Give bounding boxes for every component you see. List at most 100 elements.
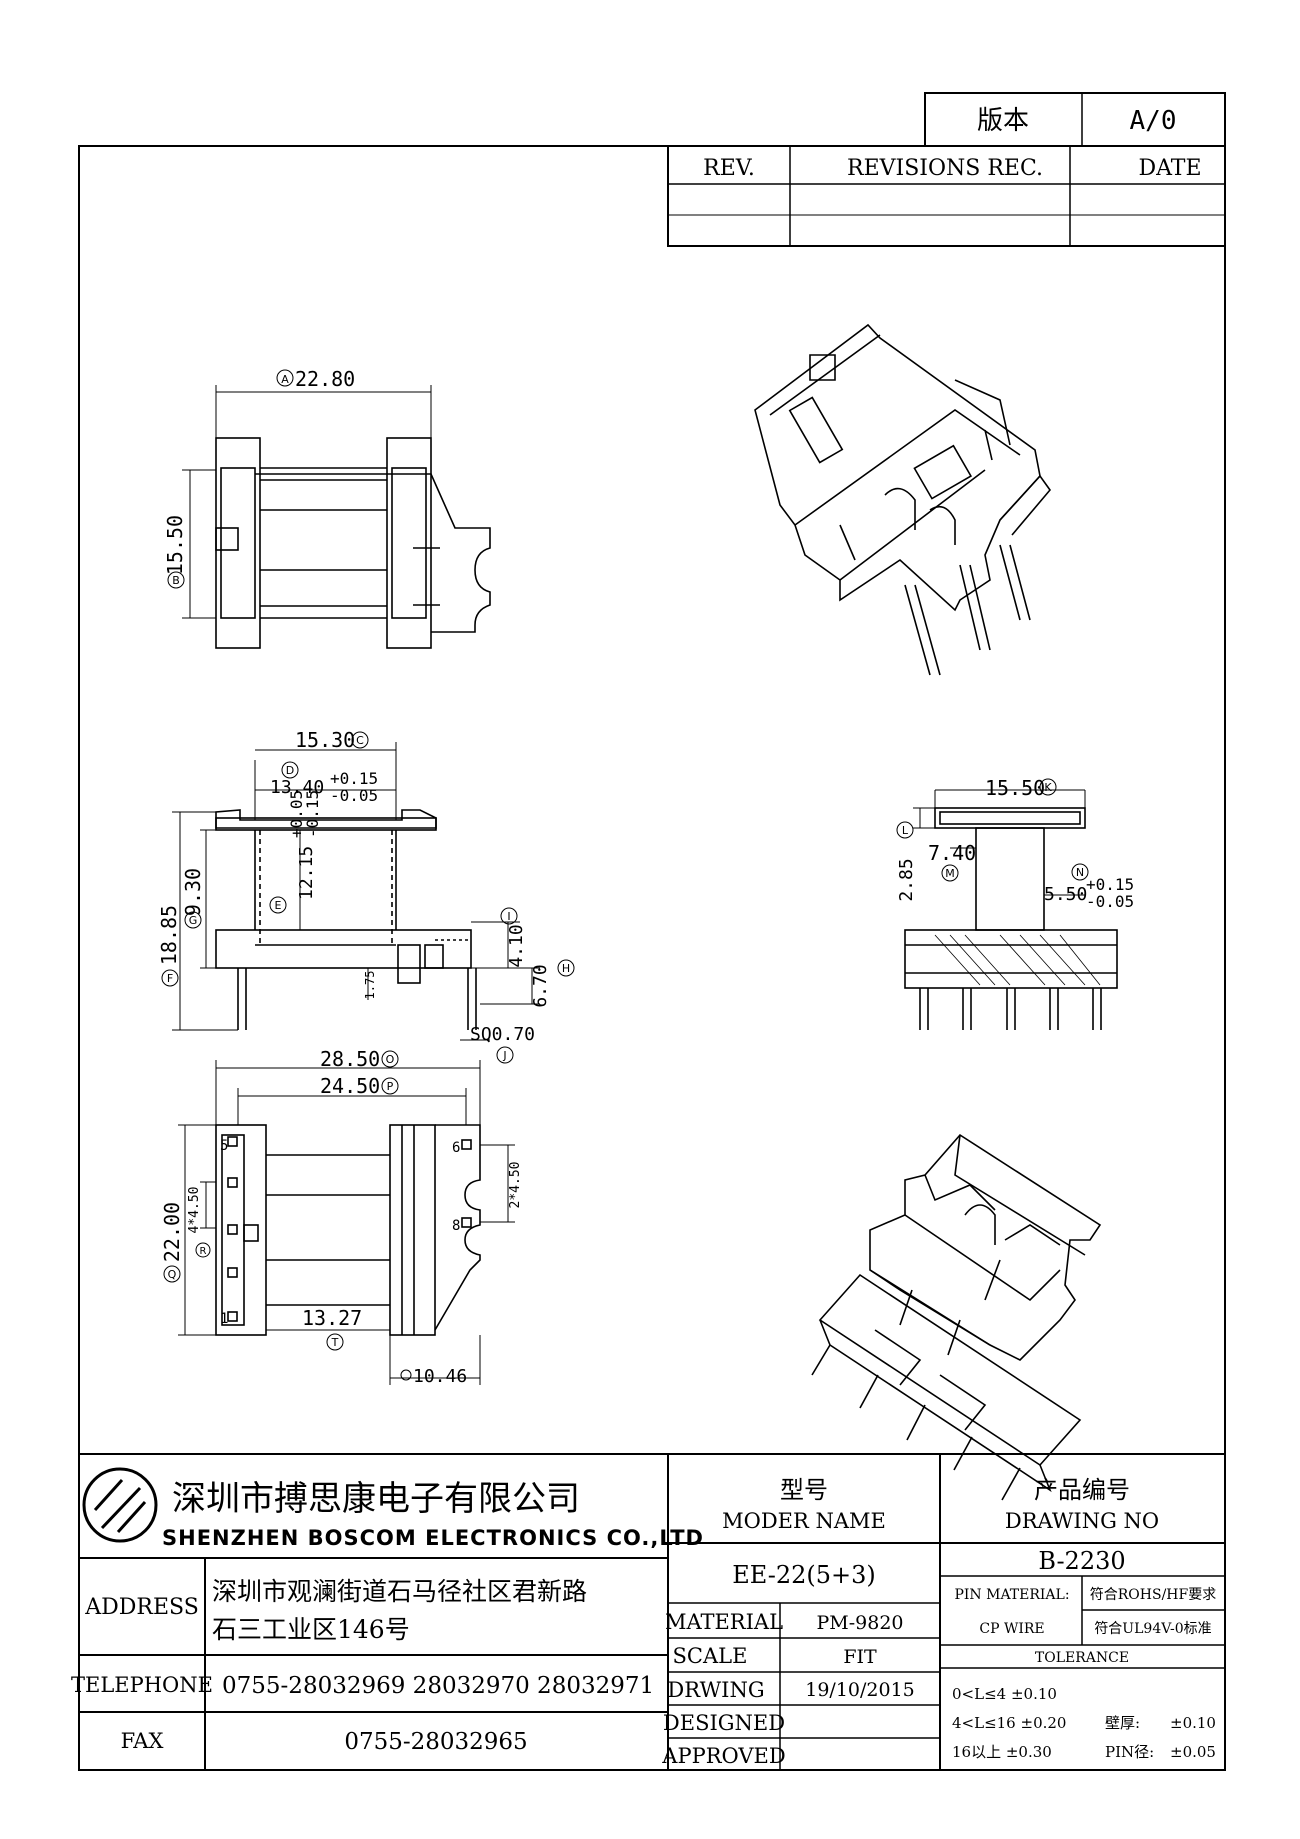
- tolerance-title: TOLERANCE: [1035, 1650, 1129, 1666]
- pin-material-label: PIN MATERIAL:: [954, 1587, 1069, 1603]
- sheet-frame: [78, 145, 1226, 1771]
- dim-j: SQ0.70: [470, 1024, 535, 1045]
- tolerance-row2: 4<L≤16 ±0.20: [952, 1714, 1066, 1732]
- dim-l-tag: L: [902, 824, 909, 837]
- dim-h-tag: H: [562, 962, 570, 975]
- dim-q-tag: Q: [168, 1268, 177, 1281]
- dim-o-tag: O: [386, 1053, 395, 1066]
- version-box: 版本 A/0: [924, 92, 1226, 147]
- dim-b: 15.50: [163, 515, 187, 575]
- drawing-label: DRWING: [667, 1678, 764, 1702]
- pin-1-label: 1: [220, 1311, 228, 1327]
- model-value: EE-22(5+3): [732, 1561, 876, 1589]
- dim-f: 18.85: [157, 905, 181, 965]
- telephone-value: 0755-28032969 28032970 28032971: [222, 1673, 654, 1699]
- dim-e: 12.15: [296, 846, 317, 900]
- dim-a: 22.80: [295, 367, 355, 391]
- pin-8-label: 8: [452, 1218, 460, 1234]
- dim-p: 24.50: [320, 1074, 380, 1098]
- drawing-no-value: B-2230: [1038, 1547, 1125, 1575]
- company-name-en: SHENZHEN BOSCOM ELECTRONICS CO.,LTD: [162, 1526, 704, 1550]
- dim-i-tag: I: [507, 910, 510, 923]
- dim-n: 5.50: [1044, 884, 1087, 905]
- dim-n-tag: N: [1076, 866, 1084, 879]
- dim-small: 1.75: [363, 971, 377, 1000]
- dim-c: 15.30: [295, 728, 355, 752]
- wall-label: 壁厚:: [1105, 1714, 1140, 1732]
- dim-p-tag: P: [387, 1080, 394, 1093]
- dim-c-tag: C: [356, 734, 364, 747]
- wall-value: ±0.10: [1170, 1714, 1216, 1732]
- dim-t-tag: T: [331, 1336, 339, 1349]
- revisions-rec-header: REVISIONS REC.: [847, 156, 1043, 181]
- dim-k: 15.50: [985, 776, 1045, 800]
- dim-u: 10.46: [413, 1366, 467, 1387]
- model-label-cn: 型号: [780, 1476, 828, 1504]
- dim-j-tag: J: [502, 1049, 506, 1062]
- material-label: MATERIAL: [665, 1610, 783, 1634]
- drawing-no-label-cn: 产品编号: [1034, 1476, 1130, 1504]
- dim-a-tag: A: [281, 373, 289, 386]
- address-label: ADDRESS: [84, 1595, 199, 1620]
- dim-d-tol-minus: -0.05: [330, 786, 378, 805]
- front-view: C 15.30 D 13.40 +0.15 -0.05 12.15 +0.05 …: [157, 728, 575, 1064]
- drawing-no-label-en: DRAWING NO: [1005, 1509, 1159, 1533]
- dim-o: 28.50: [320, 1047, 380, 1071]
- tolerance-row1: 0<L≤4 ±0.10: [952, 1685, 1057, 1703]
- telephone-label: TELEPHONE: [71, 1673, 213, 1697]
- pin-dia-value: ±0.05: [1170, 1743, 1216, 1761]
- designed-label: DESIGNED: [663, 1711, 785, 1735]
- drawing-date: 19/10/2015: [805, 1679, 915, 1701]
- top-view: A 22.80 15.50 B: [163, 367, 491, 649]
- company-logo: [82, 1467, 158, 1543]
- dim-e-tol-minus: -0.15: [303, 790, 322, 838]
- dim-n-tol-plus: +0.15: [1086, 875, 1134, 894]
- dim-b-tag: B: [172, 574, 180, 587]
- scale-value: FIT: [843, 1646, 877, 1668]
- isometric-view-top: [754, 323, 1052, 676]
- pin-material-value: 符合ROHS/HF要求: [1090, 1587, 1216, 1603]
- dim-k-tag: K: [1044, 781, 1052, 794]
- version-label: 版本: [977, 106, 1029, 136]
- model-label-en: MODER NAME: [722, 1509, 886, 1533]
- dim-g: 9.30: [181, 868, 205, 916]
- dim-r: 4*4.50: [187, 1187, 202, 1234]
- version-value: A/0: [1130, 106, 1177, 136]
- fax-value: 0755-28032965: [344, 1729, 527, 1755]
- fax-label: FAX: [121, 1729, 164, 1753]
- material-value: PM-9820: [816, 1612, 903, 1634]
- pin-5-label: 5: [220, 1138, 228, 1154]
- dim-m-tag: M: [945, 867, 955, 880]
- dim-t: 13.27: [302, 1306, 362, 1330]
- approved-label: APPROVED: [661, 1744, 785, 1768]
- dim-d-tag: D: [286, 764, 294, 777]
- dim-d-tol-plus: +0.15: [330, 769, 378, 788]
- pin-6-label: 6: [452, 1140, 460, 1156]
- isometric-view-bottom: [811, 1133, 1102, 1501]
- dim-n-tol-minus: -0.05: [1086, 892, 1134, 911]
- side-view: 15.50 K 2.85 L 7.40 M N 5.50 +0.15 -0.05: [896, 776, 1134, 1030]
- scale-label: SCALE: [673, 1644, 748, 1668]
- dim-l: 2.85: [896, 858, 917, 901]
- address-line1: 深圳市观澜街道石马径社区君新路: [212, 1577, 587, 1606]
- bottom-view: 28.50 O 24.50 P 22.00 Q 4*4.50 R 2*4.50 …: [160, 1047, 523, 1387]
- dim-m: 7.40: [928, 841, 976, 865]
- pin-dia-label: PIN径:: [1105, 1743, 1154, 1761]
- dim-h: 6.70: [530, 964, 551, 1007]
- dim-d: 13.40: [270, 777, 324, 798]
- dim-q: 22.00: [160, 1202, 184, 1262]
- tolerance-row3: 16以上 ±0.30: [952, 1743, 1052, 1761]
- dim-e-tag: E: [275, 899, 282, 912]
- dim-s: 2*4.50: [508, 1162, 523, 1209]
- rev-header: REV.: [703, 156, 755, 181]
- dim-e-tol-plus: +0.05: [287, 790, 306, 838]
- dim-f-tag: F: [167, 972, 173, 985]
- cp-wire-label: CP WIRE: [979, 1621, 1044, 1637]
- dim-r-tag: R: [200, 1246, 207, 1257]
- dim-i: 4.10: [506, 924, 527, 967]
- title-block: 深圳市搏思康电子有限公司 SHENZHEN BOSCOM ELECTRONICS…: [71, 1453, 1225, 1770]
- dim-g-tag: G: [189, 914, 198, 927]
- cp-wire-value: 符合UL94V-0标准: [1094, 1621, 1211, 1637]
- company-name-cn: 深圳市搏思康电子有限公司: [172, 1479, 580, 1519]
